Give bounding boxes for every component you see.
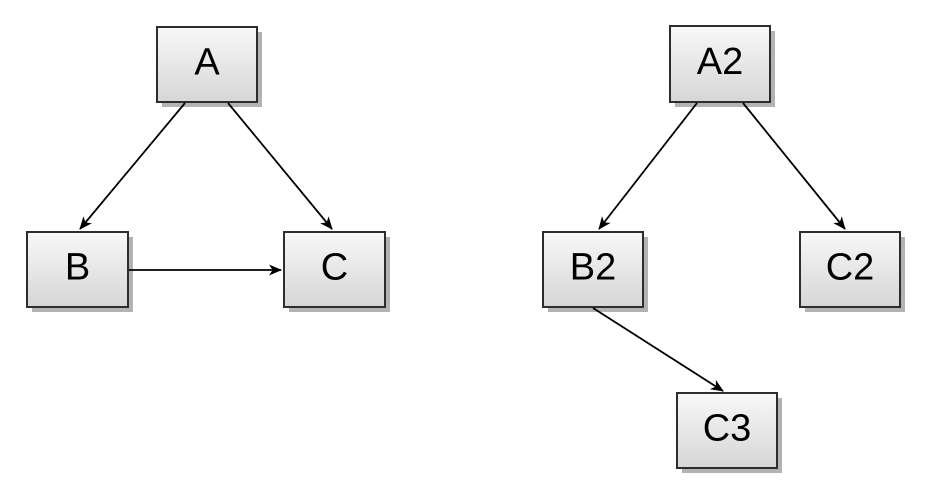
node-box-C3[interactable]	[676, 392, 778, 469]
node-box-A2[interactable]	[669, 25, 771, 103]
edge-A-C[interactable]	[227, 102, 333, 230]
edge-B2-C3[interactable]	[592, 307, 724, 392]
node-B2[interactable]: B2	[542, 231, 648, 312]
node-label-B2: B2	[570, 247, 616, 289]
edge-A2-C2[interactable]	[742, 102, 846, 230]
node-box-B[interactable]	[26, 231, 129, 308]
node-label-A: A	[194, 42, 220, 84]
node-label-C2: C2	[826, 247, 875, 289]
node-C3[interactable]: C3	[676, 392, 782, 473]
node-box-C2[interactable]	[799, 231, 901, 308]
edge-A-B[interactable]	[79, 102, 186, 230]
node-A[interactable]: A	[156, 26, 262, 107]
node-box-A[interactable]	[156, 26, 258, 103]
left-graph: A B C	[26, 26, 390, 312]
node-C[interactable]: C	[283, 231, 390, 312]
node-C2[interactable]: C2	[799, 231, 905, 312]
edge-A2-B2[interactable]	[598, 102, 698, 230]
node-box-B2[interactable]	[542, 231, 644, 308]
node-A2[interactable]: A2	[669, 25, 775, 107]
node-box-C[interactable]	[283, 231, 386, 308]
node-label-C3: C3	[703, 408, 752, 450]
node-label-A2: A2	[697, 41, 743, 83]
node-B[interactable]: B	[26, 231, 133, 312]
node-label-B: B	[65, 247, 90, 289]
node-label-C: C	[321, 247, 348, 289]
